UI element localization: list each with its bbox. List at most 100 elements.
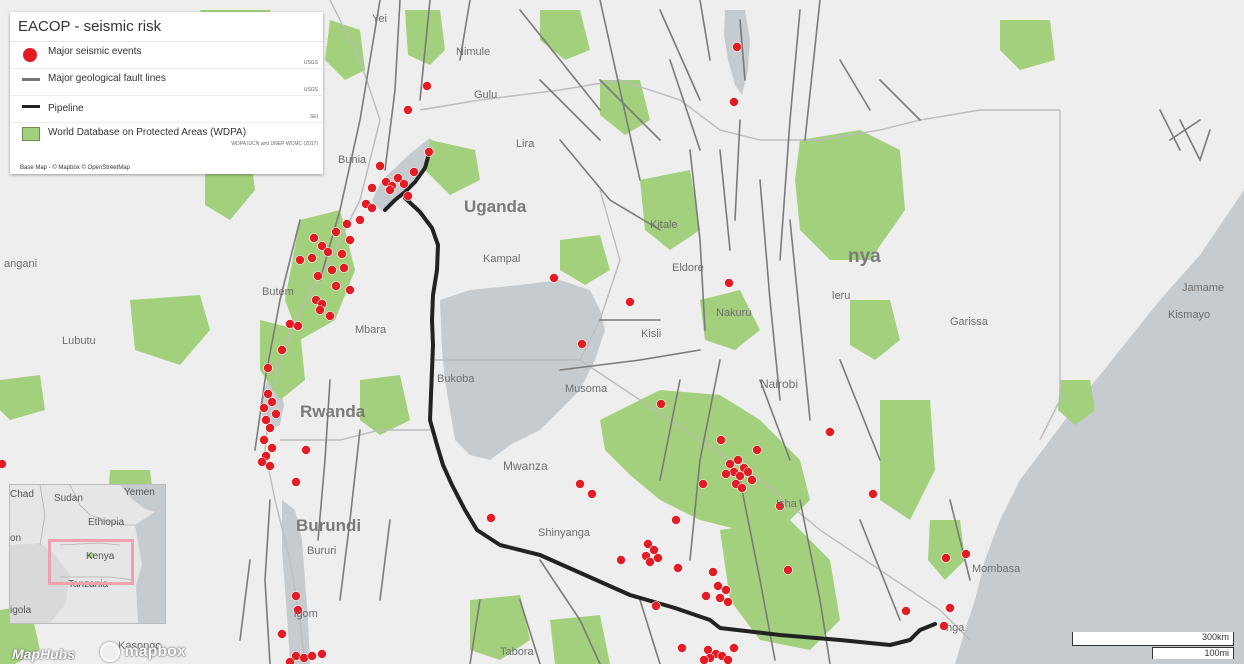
- seismic-event[interactable]: [265, 461, 275, 471]
- seismic-event[interactable]: [409, 167, 419, 177]
- seismic-event[interactable]: [737, 483, 747, 493]
- seismic-event[interactable]: [671, 515, 681, 525]
- seismic-event[interactable]: [699, 655, 709, 664]
- seismic-event[interactable]: [723, 597, 733, 607]
- seismic-event[interactable]: [677, 643, 687, 653]
- seismic-event[interactable]: [299, 653, 309, 663]
- seismic-event[interactable]: [367, 203, 377, 213]
- seismic-event[interactable]: [337, 249, 347, 259]
- seismic-event[interactable]: [729, 97, 739, 107]
- seismic-event[interactable]: [342, 219, 352, 229]
- seismic-event[interactable]: [941, 553, 951, 563]
- seismic-event[interactable]: [868, 489, 878, 499]
- seismic-event[interactable]: [732, 42, 742, 52]
- seismic-event[interactable]: [723, 655, 733, 664]
- seismic-event[interactable]: [295, 255, 305, 265]
- seismic-event[interactable]: [339, 263, 349, 273]
- seismic-event[interactable]: [403, 191, 413, 201]
- seismic-event[interactable]: [291, 591, 301, 601]
- seismic-event[interactable]: [729, 643, 739, 653]
- seismic-event[interactable]: [259, 403, 269, 413]
- seismic-event[interactable]: [257, 457, 267, 467]
- seismic-event[interactable]: [323, 247, 333, 257]
- seismic-event[interactable]: [616, 555, 626, 565]
- seismic-event[interactable]: [367, 183, 377, 193]
- seismic-event[interactable]: [649, 545, 659, 555]
- seismic-event[interactable]: [293, 605, 303, 615]
- seismic-event[interactable]: [645, 557, 655, 567]
- seismic-event[interactable]: [724, 278, 734, 288]
- seismic-event[interactable]: [355, 215, 365, 225]
- seismic-event[interactable]: [325, 311, 335, 321]
- seismic-event[interactable]: [747, 475, 757, 485]
- seismic-event[interactable]: [267, 397, 277, 407]
- seismic-event[interactable]: [345, 235, 355, 245]
- seismic-event[interactable]: [721, 585, 731, 595]
- seismic-event[interactable]: [587, 489, 597, 499]
- seismic-event[interactable]: [549, 273, 559, 283]
- seismic-event[interactable]: [733, 455, 743, 465]
- seismic-event[interactable]: [783, 565, 793, 575]
- seismic-event[interactable]: [961, 549, 971, 559]
- seismic-event[interactable]: [708, 567, 718, 577]
- seismic-event[interactable]: [716, 435, 726, 445]
- mapbox-logo[interactable]: mapbox: [100, 642, 186, 662]
- seismic-event[interactable]: [277, 629, 287, 639]
- seismic-event[interactable]: [317, 241, 327, 251]
- seismic-event[interactable]: [424, 147, 434, 157]
- seismic-event[interactable]: [331, 281, 341, 291]
- seismic-event[interactable]: [945, 603, 955, 613]
- seismic-event[interactable]: [653, 553, 663, 563]
- seismic-event[interactable]: [577, 339, 587, 349]
- seismic-event[interactable]: [293, 321, 303, 331]
- seismic-event[interactable]: [285, 319, 295, 329]
- seismic-event[interactable]: [735, 471, 745, 481]
- seismic-event[interactable]: [713, 581, 723, 591]
- seismic-event[interactable]: [725, 459, 735, 469]
- seismic-event[interactable]: [422, 81, 432, 91]
- seismic-event[interactable]: [775, 501, 785, 511]
- seismic-event[interactable]: [315, 305, 325, 315]
- seismic-event[interactable]: [743, 467, 753, 477]
- seismic-event[interactable]: [575, 479, 585, 489]
- seismic-event[interactable]: [261, 415, 271, 425]
- seismic-event[interactable]: [651, 601, 661, 611]
- seismic-event[interactable]: [486, 513, 496, 523]
- seismic-event[interactable]: [313, 271, 323, 281]
- seismic-event[interactable]: [277, 345, 287, 355]
- seismic-event[interactable]: [715, 593, 725, 603]
- seismic-event[interactable]: [385, 185, 395, 195]
- seismic-event[interactable]: [901, 606, 911, 616]
- seismic-event[interactable]: [673, 563, 683, 573]
- seismic-event[interactable]: [331, 227, 341, 237]
- seismic-event[interactable]: [399, 179, 409, 189]
- seismic-event[interactable]: [309, 233, 319, 243]
- seismic-event[interactable]: [307, 651, 317, 661]
- seismic-event[interactable]: [285, 657, 295, 664]
- seismic-event[interactable]: [263, 389, 273, 399]
- seismic-event[interactable]: [721, 469, 731, 479]
- seismic-event[interactable]: [327, 265, 337, 275]
- seismic-event[interactable]: [259, 435, 269, 445]
- seismic-event[interactable]: [643, 539, 653, 549]
- seismic-event[interactable]: [267, 443, 277, 453]
- seismic-event[interactable]: [263, 363, 273, 373]
- seismic-event[interactable]: [703, 645, 713, 655]
- seismic-event[interactable]: [265, 423, 275, 433]
- seismic-event[interactable]: [752, 445, 762, 455]
- seismic-event[interactable]: [939, 621, 949, 631]
- seismic-event[interactable]: [825, 427, 835, 437]
- seismic-event[interactable]: [625, 297, 635, 307]
- seismic-event[interactable]: [375, 161, 385, 171]
- seismic-event[interactable]: [403, 105, 413, 115]
- seismic-event[interactable]: [317, 649, 327, 659]
- seismic-event[interactable]: [0, 459, 7, 469]
- seismic-event[interactable]: [701, 591, 711, 601]
- seismic-event[interactable]: [393, 173, 403, 183]
- maphubs-logo[interactable]: MapHubs: [12, 646, 75, 662]
- seismic-event[interactable]: [271, 409, 281, 419]
- seismic-event[interactable]: [698, 479, 708, 489]
- seismic-event[interactable]: [345, 285, 355, 295]
- seismic-event[interactable]: [291, 477, 301, 487]
